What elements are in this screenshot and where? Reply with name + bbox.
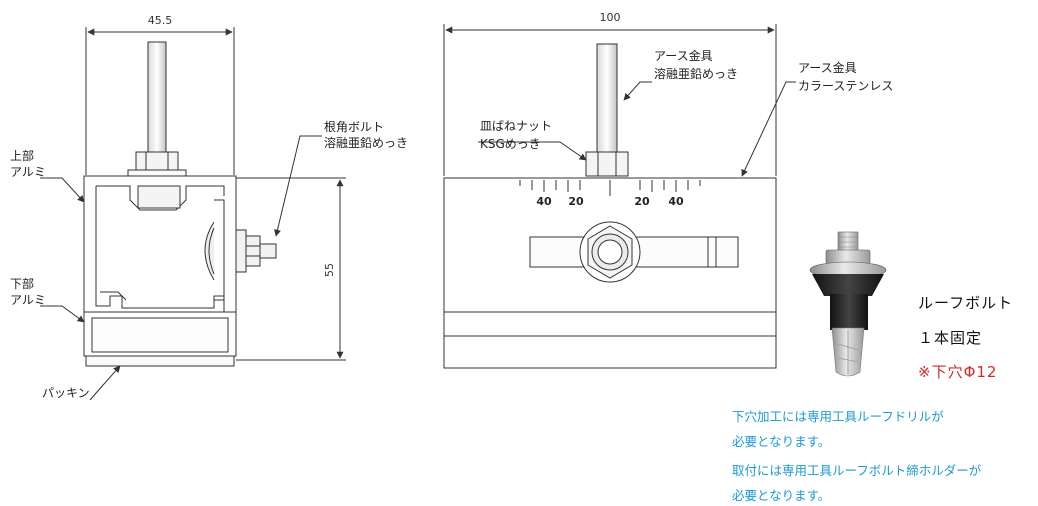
square-bolt-finish-label: 溶融亜鉛めっき: [324, 135, 408, 150]
right-width-dim: 100: [600, 11, 621, 24]
scale-mark-right-20: 20: [634, 195, 650, 208]
square-bolt-label: 根角ボルト: [324, 120, 384, 134]
side-view: [40, 27, 346, 401]
front-view: [443, 24, 796, 369]
drill-note-line-1: 下穴加工には専用工具ルーフドリルが: [732, 409, 944, 424]
lower-aluminium-label: 下部: [10, 276, 34, 291]
pilot-hole-size: ※下穴Φ12: [918, 363, 998, 381]
lower-aluminium-label-2: アルミ: [10, 293, 46, 307]
upper-aluminium-label-2: アルミ: [10, 165, 46, 179]
scale-ticks: [476, 177, 746, 196]
earth-fitting-label-1: アース金具: [654, 48, 713, 63]
upper-aluminium-label: 上部: [10, 148, 34, 163]
roof-bolt-illustration: [809, 231, 887, 377]
disc-spring-nut-finish: KSGめっき: [480, 137, 541, 151]
left-width-dim: 45.5: [148, 14, 173, 27]
height-dim: 55: [323, 263, 336, 277]
scale-mark-right-40: 40: [668, 195, 684, 208]
product-name: ルーフボルト: [918, 294, 1014, 312]
disc-spring-nut-label: 皿ばねナット: [480, 119, 552, 133]
drill-note-line-2: 必要となります。: [732, 434, 831, 449]
scale-mark-left-40: 40: [536, 195, 552, 208]
earth-fitting-finish-1: 溶融亜鉛めっき: [654, 66, 738, 81]
holder-note-line-1: 取付には専用工具ルーフボルト締ホルダーが: [732, 463, 982, 478]
packing-label: パッキン: [42, 386, 90, 400]
fixing-count: １本固定: [918, 329, 983, 347]
earth-fitting-label-2: アース金具: [798, 60, 857, 75]
earth-fitting-finish-2: カラーステンレス: [798, 79, 893, 93]
scale-mark-left-20: 20: [568, 195, 584, 208]
holder-note-line-2: 必要となります。: [732, 488, 831, 503]
